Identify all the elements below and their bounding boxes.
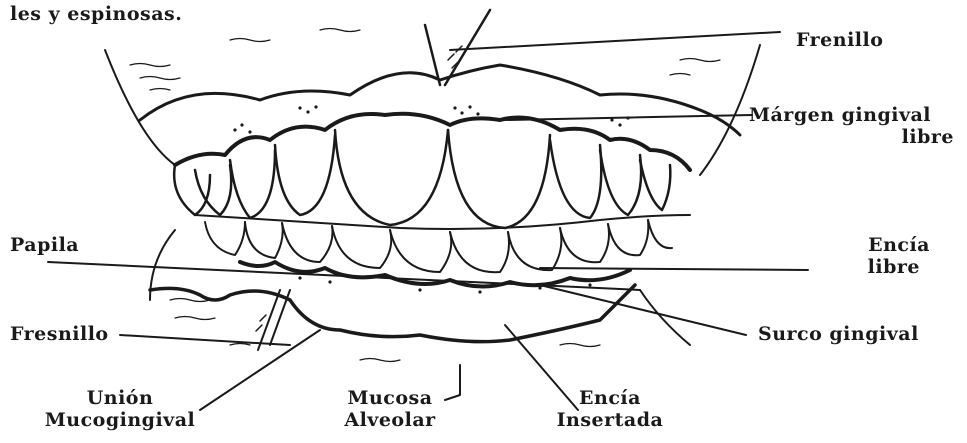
upper-teeth [174,130,670,228]
label-papila: Papila [10,234,79,256]
label-union-mucogingival: Unión Mucogingival [20,387,220,431]
mucosa-texture [130,29,720,362]
occlusal-line [195,215,690,229]
upper-vestibule [140,65,740,135]
label-encia-libre-line2: libre [810,256,940,278]
label-mucosa-line2: Alveolar [320,409,460,431]
label-margen-gingival-line1: Márgen gingival [720,104,960,126]
label-union-line2: Mucogingival [20,409,220,431]
label-encia-libre-line1: Encía [810,234,940,256]
label-encia-insertada-line2: Insertada [540,409,680,431]
label-frenillo: Frenillo [796,29,883,51]
label-mucosa-alveolar: Mucosa Alveolar [320,387,460,431]
stippling [233,105,629,293]
label-encia-libre: Encía libre [810,234,940,278]
label-surco-gingival: Surco gingival [758,323,919,345]
label-margen-gingival: Márgen gingival libre [720,104,960,148]
upper-gingival-margin [175,114,690,170]
mucogingival-junction [150,285,635,342]
label-margen-gingival-line2: libre [720,126,960,148]
label-mucosa-line1: Mucosa [320,387,460,409]
caption-fragment: les y espinosas. [10,3,182,25]
label-union-line1: Unión [20,387,220,409]
label-fresnillo: Fresnillo [10,323,109,345]
label-encia-insertada: Encía Insertada [540,387,680,431]
label-encia-insertada-line1: Encía [540,387,680,409]
